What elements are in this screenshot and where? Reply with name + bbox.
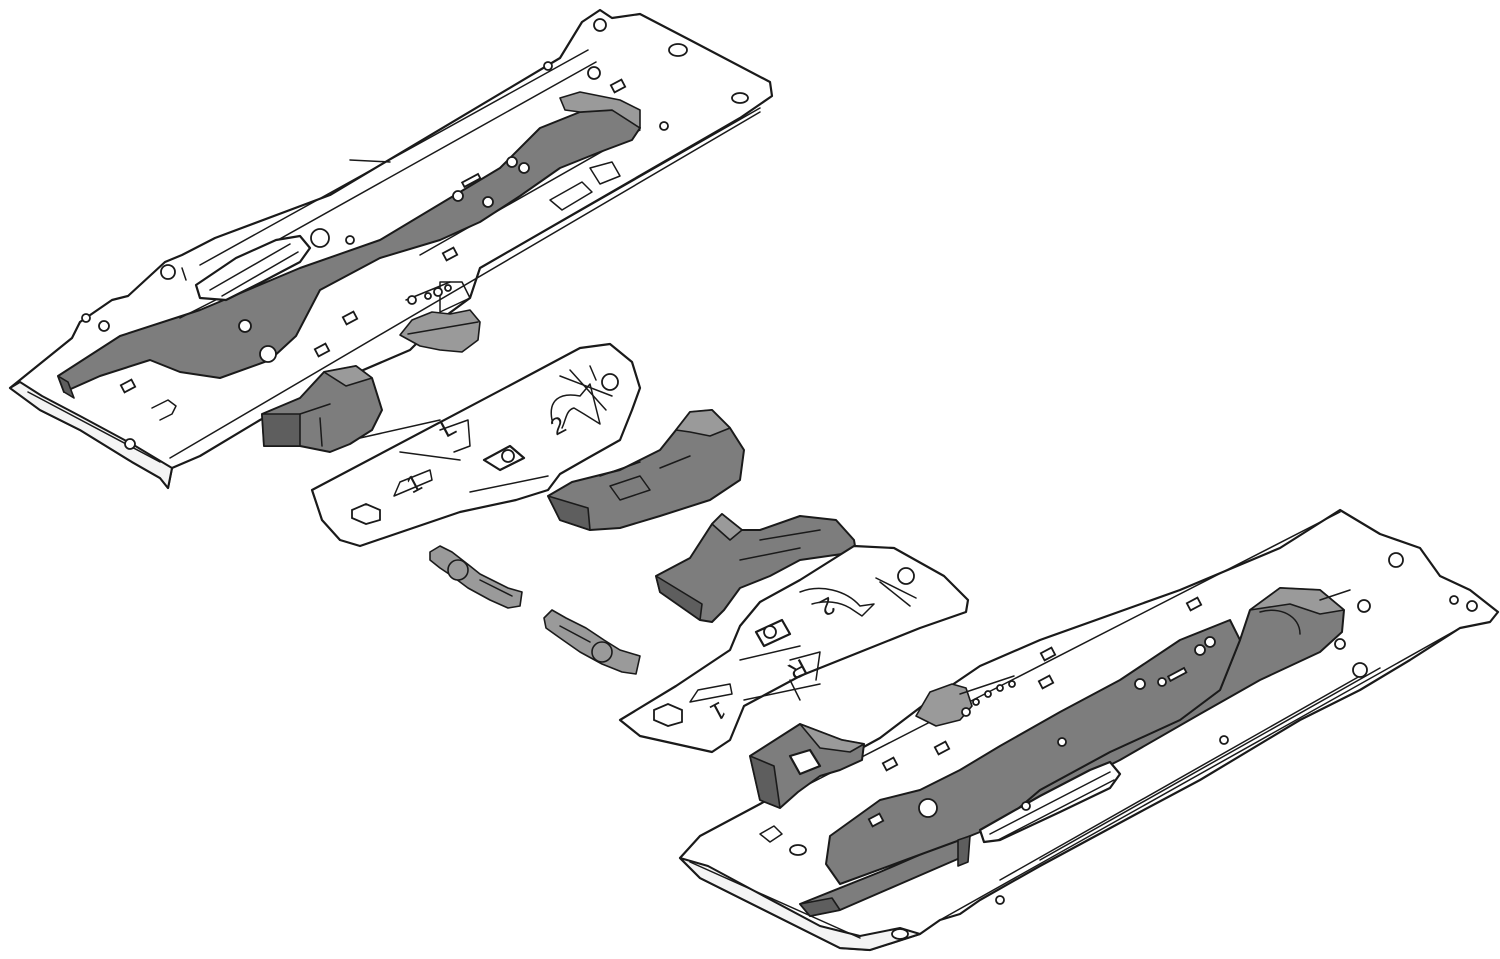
pin-2 (543, 609, 641, 675)
right-curved-arrow-2-icon (799, 587, 875, 617)
right-front-bracket: R 1 2 (618, 513, 970, 754)
screw-pins (429, 545, 641, 675)
left-arrow-1-icon (393, 469, 433, 497)
right-latch (978, 760, 1122, 844)
right-runner-unit (678, 508, 1500, 952)
left-side-marker-l (439, 419, 471, 453)
right-bracket-plate (618, 544, 970, 754)
left-runner-unit (8, 8, 774, 490)
left-curved-arrow-2-icon (550, 383, 601, 429)
right-side-marker-r (789, 651, 821, 681)
left-front-bracket: L 1 2 (310, 342, 745, 548)
left-latch (194, 234, 312, 302)
right-arrow-1-icon (689, 683, 733, 703)
left-damper-mechanism (57, 109, 641, 393)
left-adjustment-wheel (399, 309, 481, 353)
right-adjustment-wheel (915, 683, 973, 727)
pin-1 (429, 545, 523, 609)
left-bracket-cam (547, 409, 745, 531)
left-plate-front-lip (9, 381, 173, 489)
